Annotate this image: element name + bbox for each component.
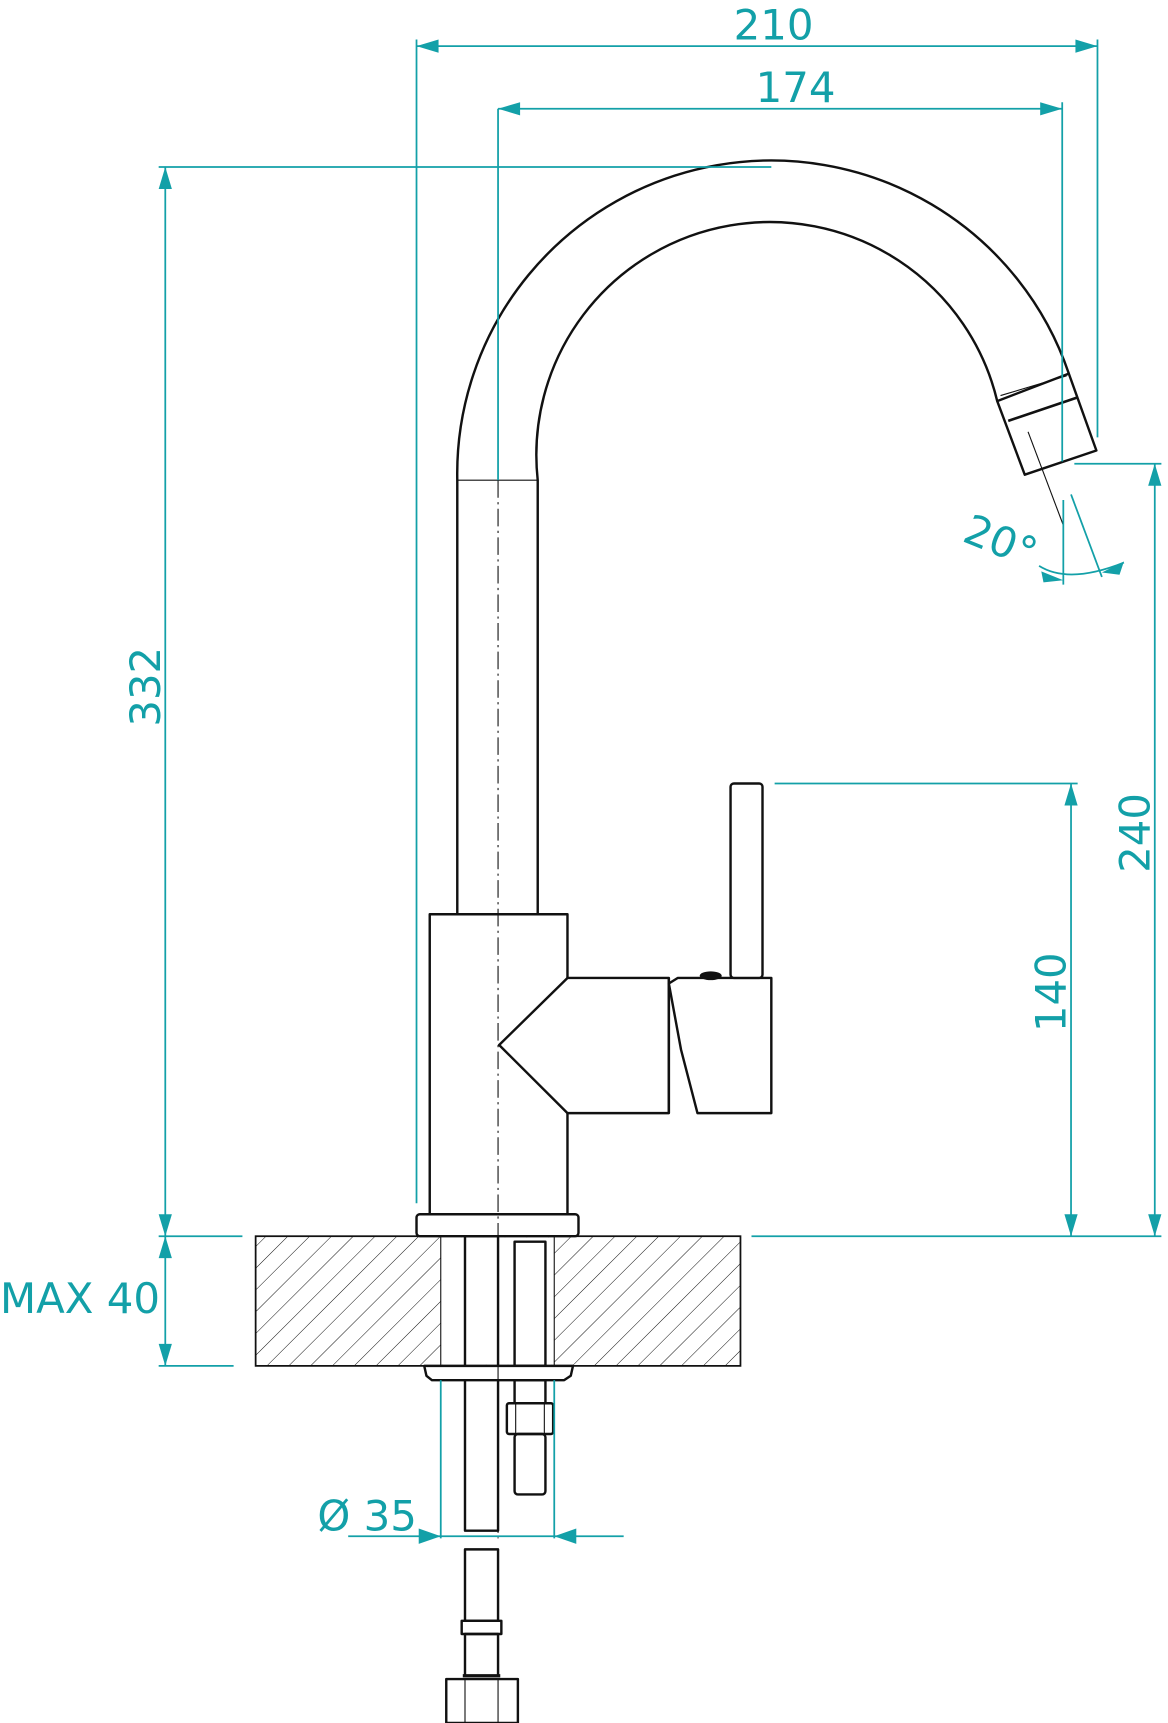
dimension-label: 210 [734, 1, 814, 50]
lever-handle [729, 782, 764, 980]
dimension-140: 140 [774, 782, 1078, 1237]
dimension-210: 210 [415, 1, 1099, 1204]
dimension-label: 174 [756, 63, 836, 112]
dimension-label: 140 [1026, 952, 1075, 1032]
dimension-label: 240 [1110, 793, 1159, 873]
dimension-174: 174 [498, 63, 1064, 462]
dimension-label: 332 [121, 647, 170, 727]
dimension-20-degrees: 20° [957, 494, 1125, 585]
dimension-240: 240 [751, 462, 1162, 1238]
dimension-max-40: MAX 40 [0, 1236, 234, 1367]
mounting-hardware [423, 1234, 575, 1723]
aerator-nozzle [995, 372, 1098, 476]
dimension-label: 20° [957, 505, 1044, 578]
hex-nut [505, 1402, 555, 1436]
dimension-332: 332 [121, 166, 772, 1238]
dimension-diameter-35: Ø 35 [317, 1380, 624, 1544]
faucet-body [415, 782, 773, 1238]
hose-connector-nut [445, 1677, 520, 1723]
dimension-label: Ø 35 [317, 1492, 417, 1541]
supply-hose [463, 1548, 500, 1623]
dimension-label: MAX 40 [0, 1274, 160, 1323]
mixer-cartridge-housing [667, 976, 773, 1115]
